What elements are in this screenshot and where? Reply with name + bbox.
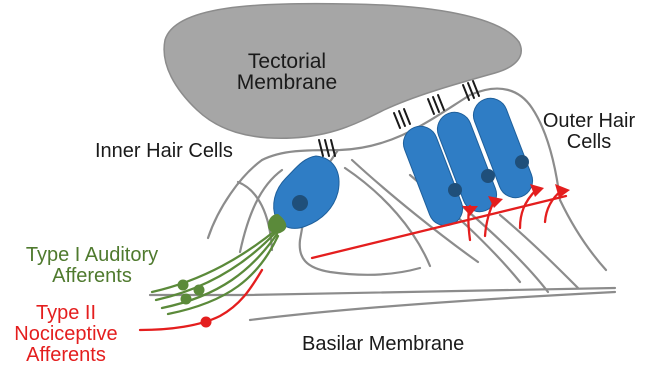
label-type2-afferents: Type II Nociceptive Afferents bbox=[6, 303, 126, 366]
inner-hair-cell-nucleus bbox=[292, 195, 308, 211]
type2-soma bbox=[201, 317, 212, 328]
type1-soma-3 bbox=[181, 294, 192, 305]
label-type1-afferents: Type I Auditory Afferents bbox=[6, 245, 178, 287]
label-inner-hair-cells: Inner Hair Cells bbox=[95, 141, 233, 162]
outer-hair-cell-nucleus-1 bbox=[448, 183, 462, 197]
type1-soma-1 bbox=[178, 280, 189, 291]
outer-hair-cell-nucleus-3 bbox=[515, 155, 529, 169]
label-outer-line-1: Outer Hair bbox=[541, 111, 637, 132]
label-tectorial-line-2: Membrane bbox=[222, 72, 352, 93]
label-outer-line-2: Cells bbox=[541, 132, 637, 153]
inner-support-curve-1 bbox=[208, 160, 262, 238]
label-type2-line-2: Nociceptive bbox=[6, 324, 126, 345]
basilar-membrane-lower bbox=[250, 292, 615, 320]
label-basilar-membrane: Basilar Membrane bbox=[302, 334, 464, 355]
outer-hair-cell-stereocilia-1 bbox=[394, 109, 410, 128]
inner-hair-cell-stereocilia bbox=[319, 140, 335, 156]
label-outer-hair-cells: Outer Hair Cells bbox=[541, 111, 637, 153]
label-tectorial-membrane: Tectorial Membrane bbox=[222, 51, 352, 93]
label-type2-line-1: Type II bbox=[6, 303, 126, 324]
type1-soma-2 bbox=[194, 285, 205, 296]
label-type2-line-3: Afferents bbox=[6, 345, 126, 366]
outer-support-outline bbox=[560, 200, 606, 270]
outer-hair-cell-nucleus-2 bbox=[481, 169, 495, 183]
label-type1-line-1: Type I Auditory bbox=[6, 245, 178, 266]
inner-hair-cell bbox=[274, 156, 339, 228]
outer-hair-cell-stereocilia-2 bbox=[428, 95, 444, 114]
label-type1-line-2: Afferents bbox=[6, 266, 178, 287]
label-tectorial-line-1: Tectorial bbox=[222, 51, 352, 72]
